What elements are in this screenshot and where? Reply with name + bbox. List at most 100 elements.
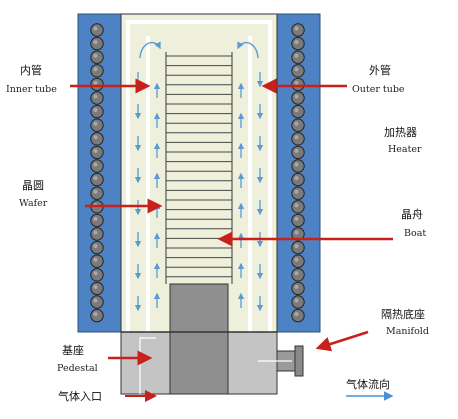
- heater-coil-icon: [291, 132, 305, 146]
- heater-coil-highlight: [93, 108, 98, 113]
- heater-coil-highlight: [294, 216, 299, 221]
- heater-coil-highlight: [294, 312, 299, 317]
- heater-coil-highlight: [294, 53, 299, 58]
- heater-coil-highlight: [93, 26, 98, 31]
- heater-coil-highlight: [294, 271, 299, 276]
- wafer-boat: [165, 52, 233, 284]
- heater-coil-icon: [291, 254, 305, 268]
- heater-coil-highlight: [294, 176, 299, 181]
- heater-coil-icon: [90, 132, 104, 146]
- heater-coil-highlight: [93, 284, 98, 289]
- heater-coil-icon: [291, 104, 305, 119]
- gas-inlet-label-cn: 气体入口: [58, 389, 102, 403]
- heater-coil-icon: [291, 186, 305, 200]
- heater-coil-highlight: [294, 40, 299, 45]
- gas-flow-label-cn: 气体流向: [346, 377, 390, 391]
- heater-coil-highlight: [294, 135, 299, 140]
- heater-coil-icon: [90, 145, 104, 160]
- heater-coil-icon: [291, 159, 305, 173]
- heater-coil-icon-right: [291, 23, 305, 323]
- heater-coil-icon: [90, 281, 104, 296]
- heater-coil-highlight: [294, 189, 299, 194]
- heater-coil-icon: [291, 36, 305, 51]
- heater-coil-icon: [90, 295, 104, 309]
- heater-coil-icon: [291, 213, 305, 228]
- heater-coil-highlight: [294, 162, 299, 167]
- heater-coil-highlight: [294, 108, 299, 113]
- boat-label-en: Boat: [404, 228, 426, 239]
- gas-outlet-flange: [294, 345, 304, 377]
- heater-coil-highlight: [93, 271, 98, 276]
- heater-coil-icon-left: [90, 23, 104, 323]
- heater-coil-icon: [291, 50, 305, 64]
- heater-coil-icon: [291, 64, 305, 78]
- wafer-label-cn: 晶圆: [22, 179, 44, 192]
- wafer-label-en: Wafer: [19, 198, 48, 209]
- inner-tube-label-cn: 内管: [20, 63, 42, 77]
- outer-tube-wall-right: [268, 20, 272, 332]
- heater-coil-highlight: [93, 189, 98, 194]
- pedestal-label-cn: 基座: [62, 343, 84, 357]
- heater-coil-highlight: [294, 94, 299, 99]
- outer-tube-top: [126, 20, 272, 24]
- heater-coil-icon: [291, 200, 305, 214]
- heater-coil-highlight: [93, 298, 98, 303]
- heater-coil-icon: [291, 295, 305, 309]
- outer-tube-label-en: Outer tube: [352, 84, 405, 95]
- pointer-arrow-icon-manifold: [315, 330, 369, 352]
- heater-coil-icon: [291, 268, 305, 282]
- heater-coil-highlight: [93, 148, 98, 153]
- heater-coil-icon: [90, 23, 104, 37]
- heater-coil-icon: [90, 268, 104, 282]
- heater-coil-highlight: [294, 26, 299, 31]
- heater-label-cn: 加热器: [384, 126, 417, 139]
- heater-coil-highlight: [93, 80, 98, 85]
- heater-coil-highlight: [294, 230, 299, 235]
- wafer-stack: [166, 55, 232, 278]
- heater-coil-highlight: [294, 80, 299, 85]
- heater-coil-icon: [291, 281, 305, 296]
- heater-coil-icon: [291, 240, 305, 255]
- gas-inlet-flow-line: [139, 337, 156, 394]
- heater-coil-highlight: [294, 67, 299, 72]
- heater-coil-icon: [291, 172, 305, 187]
- pedestal-column-front: [169, 331, 229, 395]
- flow-arrow-icon-top-right: [237, 41, 259, 59]
- heater-label-en: Heater: [388, 144, 422, 155]
- heater-coil-highlight: [93, 53, 98, 58]
- heater-coil-icon: [90, 77, 104, 92]
- heater-coil-icon: [90, 227, 104, 241]
- heater-coil-icon: [90, 159, 104, 173]
- heater-coil-icon: [90, 240, 104, 255]
- heater-coil-icon: [291, 23, 305, 37]
- inner-tube-wall-left: [146, 36, 150, 332]
- heater-coil-highlight: [294, 203, 299, 208]
- heater-coil-icon: [291, 118, 305, 132]
- heater-coil-icon: [90, 254, 104, 268]
- inner-tube-wall-right: [248, 36, 252, 332]
- manifold-label-en: Manifold: [386, 326, 429, 337]
- heater-coil-icon: [291, 308, 305, 323]
- heater-coil-highlight: [294, 121, 299, 126]
- flow-arrow-icon-top-left: [139, 41, 161, 59]
- heater-coil-icon: [90, 64, 104, 78]
- heater-coil-highlight: [294, 298, 299, 303]
- heater-coil-highlight: [93, 216, 98, 221]
- heater-coil-highlight: [294, 284, 299, 289]
- outer-tube-label-cn: 外管: [369, 63, 391, 77]
- heater-coil-highlight: [93, 121, 98, 126]
- heater-coil-highlight: [294, 257, 299, 262]
- heater-coil-icon: [291, 77, 305, 92]
- heater-coil-icon: [90, 104, 104, 119]
- pedestal-label-en: Pedestal: [57, 363, 98, 374]
- heater-coil-highlight: [93, 67, 98, 72]
- heater-coil-highlight: [93, 312, 98, 317]
- heater-coil-highlight: [93, 94, 98, 99]
- heater-coil-icon: [90, 308, 104, 323]
- heater-coil-highlight: [294, 244, 299, 249]
- heater-coil-highlight: [93, 230, 98, 235]
- heater-coil-icon: [90, 50, 104, 64]
- inner-tube-label-en: Inner tube: [6, 84, 57, 95]
- heater-coil-highlight: [294, 148, 299, 153]
